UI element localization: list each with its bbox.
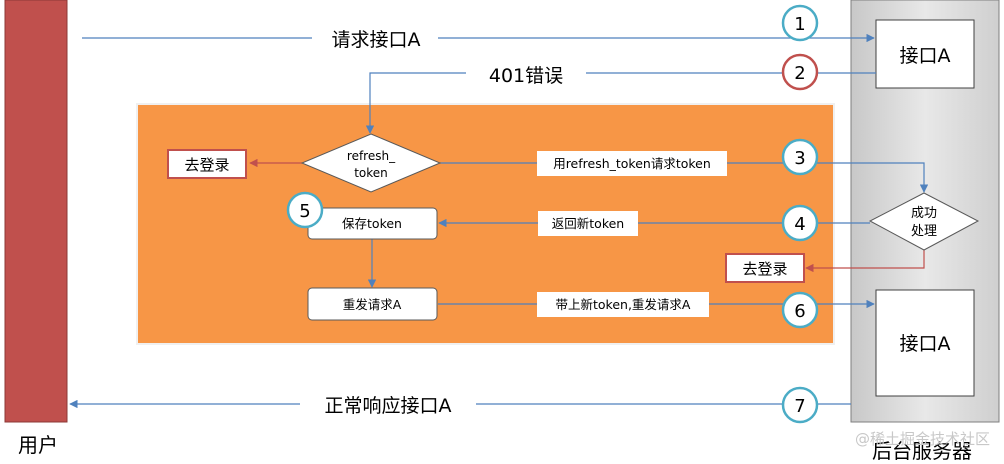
save-token-label: 保存token bbox=[342, 216, 402, 231]
refresh-flow-panel bbox=[136, 103, 835, 345]
svg-text:5: 5 bbox=[299, 201, 310, 222]
success-label-2: 处理 bbox=[911, 224, 937, 239]
label-normal-response: 正常响应接口A bbox=[325, 395, 452, 417]
user-lifeline bbox=[4, 0, 68, 423]
arrow-401-error bbox=[365, 72, 876, 134]
resend-request-box[interactable] bbox=[307, 287, 438, 321]
interface-top-label: 接口A bbox=[900, 45, 951, 67]
server-label: 后台服务器 bbox=[872, 439, 972, 463]
step-4-marker: 4 bbox=[781, 204, 819, 242]
label-with-new-token: 带上新token,重发请求A bbox=[556, 297, 691, 312]
step-3-marker: 3 bbox=[781, 138, 819, 176]
step-2-marker: 2 bbox=[781, 53, 819, 91]
go-login-right-box[interactable] bbox=[725, 253, 805, 283]
refresh-token-label-2: token bbox=[354, 166, 388, 180]
label-request-with-refresh: 用refresh_token请求token bbox=[553, 156, 711, 171]
success-label-1: 成功 bbox=[911, 206, 937, 221]
svg-text:6: 6 bbox=[794, 301, 805, 322]
arrow-to-login-right bbox=[805, 250, 925, 273]
watermark: @稀土掘金技术社区 bbox=[855, 430, 990, 448]
go-login-left-label: 去登录 bbox=[184, 156, 229, 174]
svg-text:7: 7 bbox=[794, 396, 805, 417]
go-login-right-label: 去登录 bbox=[742, 260, 787, 278]
label-request-a: 请求接口A bbox=[332, 29, 421, 51]
svg-text:2: 2 bbox=[794, 63, 805, 84]
refresh-token-decision[interactable] bbox=[300, 133, 442, 193]
svg-text:1: 1 bbox=[794, 14, 805, 35]
step-1-marker: 1 bbox=[781, 4, 819, 42]
refresh-token-label-1: refresh_ bbox=[347, 149, 396, 163]
label-return-new-token: 返回新token bbox=[552, 216, 624, 231]
interface-box-top[interactable] bbox=[875, 19, 975, 89]
step-6-marker: 6 bbox=[781, 291, 819, 329]
svg-text:4: 4 bbox=[794, 214, 805, 235]
label-401-error: 401错误 bbox=[489, 65, 563, 87]
go-login-left-box[interactable] bbox=[167, 149, 247, 179]
interface-bottom-label: 接口A bbox=[900, 333, 951, 355]
svg-text:3: 3 bbox=[794, 148, 805, 169]
interface-box-bottom[interactable] bbox=[875, 289, 975, 397]
resend-request-label: 重发请求A bbox=[343, 297, 402, 312]
step-5-marker: 5 bbox=[286, 191, 324, 229]
user-label: 用户 bbox=[18, 433, 58, 457]
step-7-marker: 7 bbox=[781, 386, 819, 424]
success-decision[interactable] bbox=[868, 192, 980, 251]
